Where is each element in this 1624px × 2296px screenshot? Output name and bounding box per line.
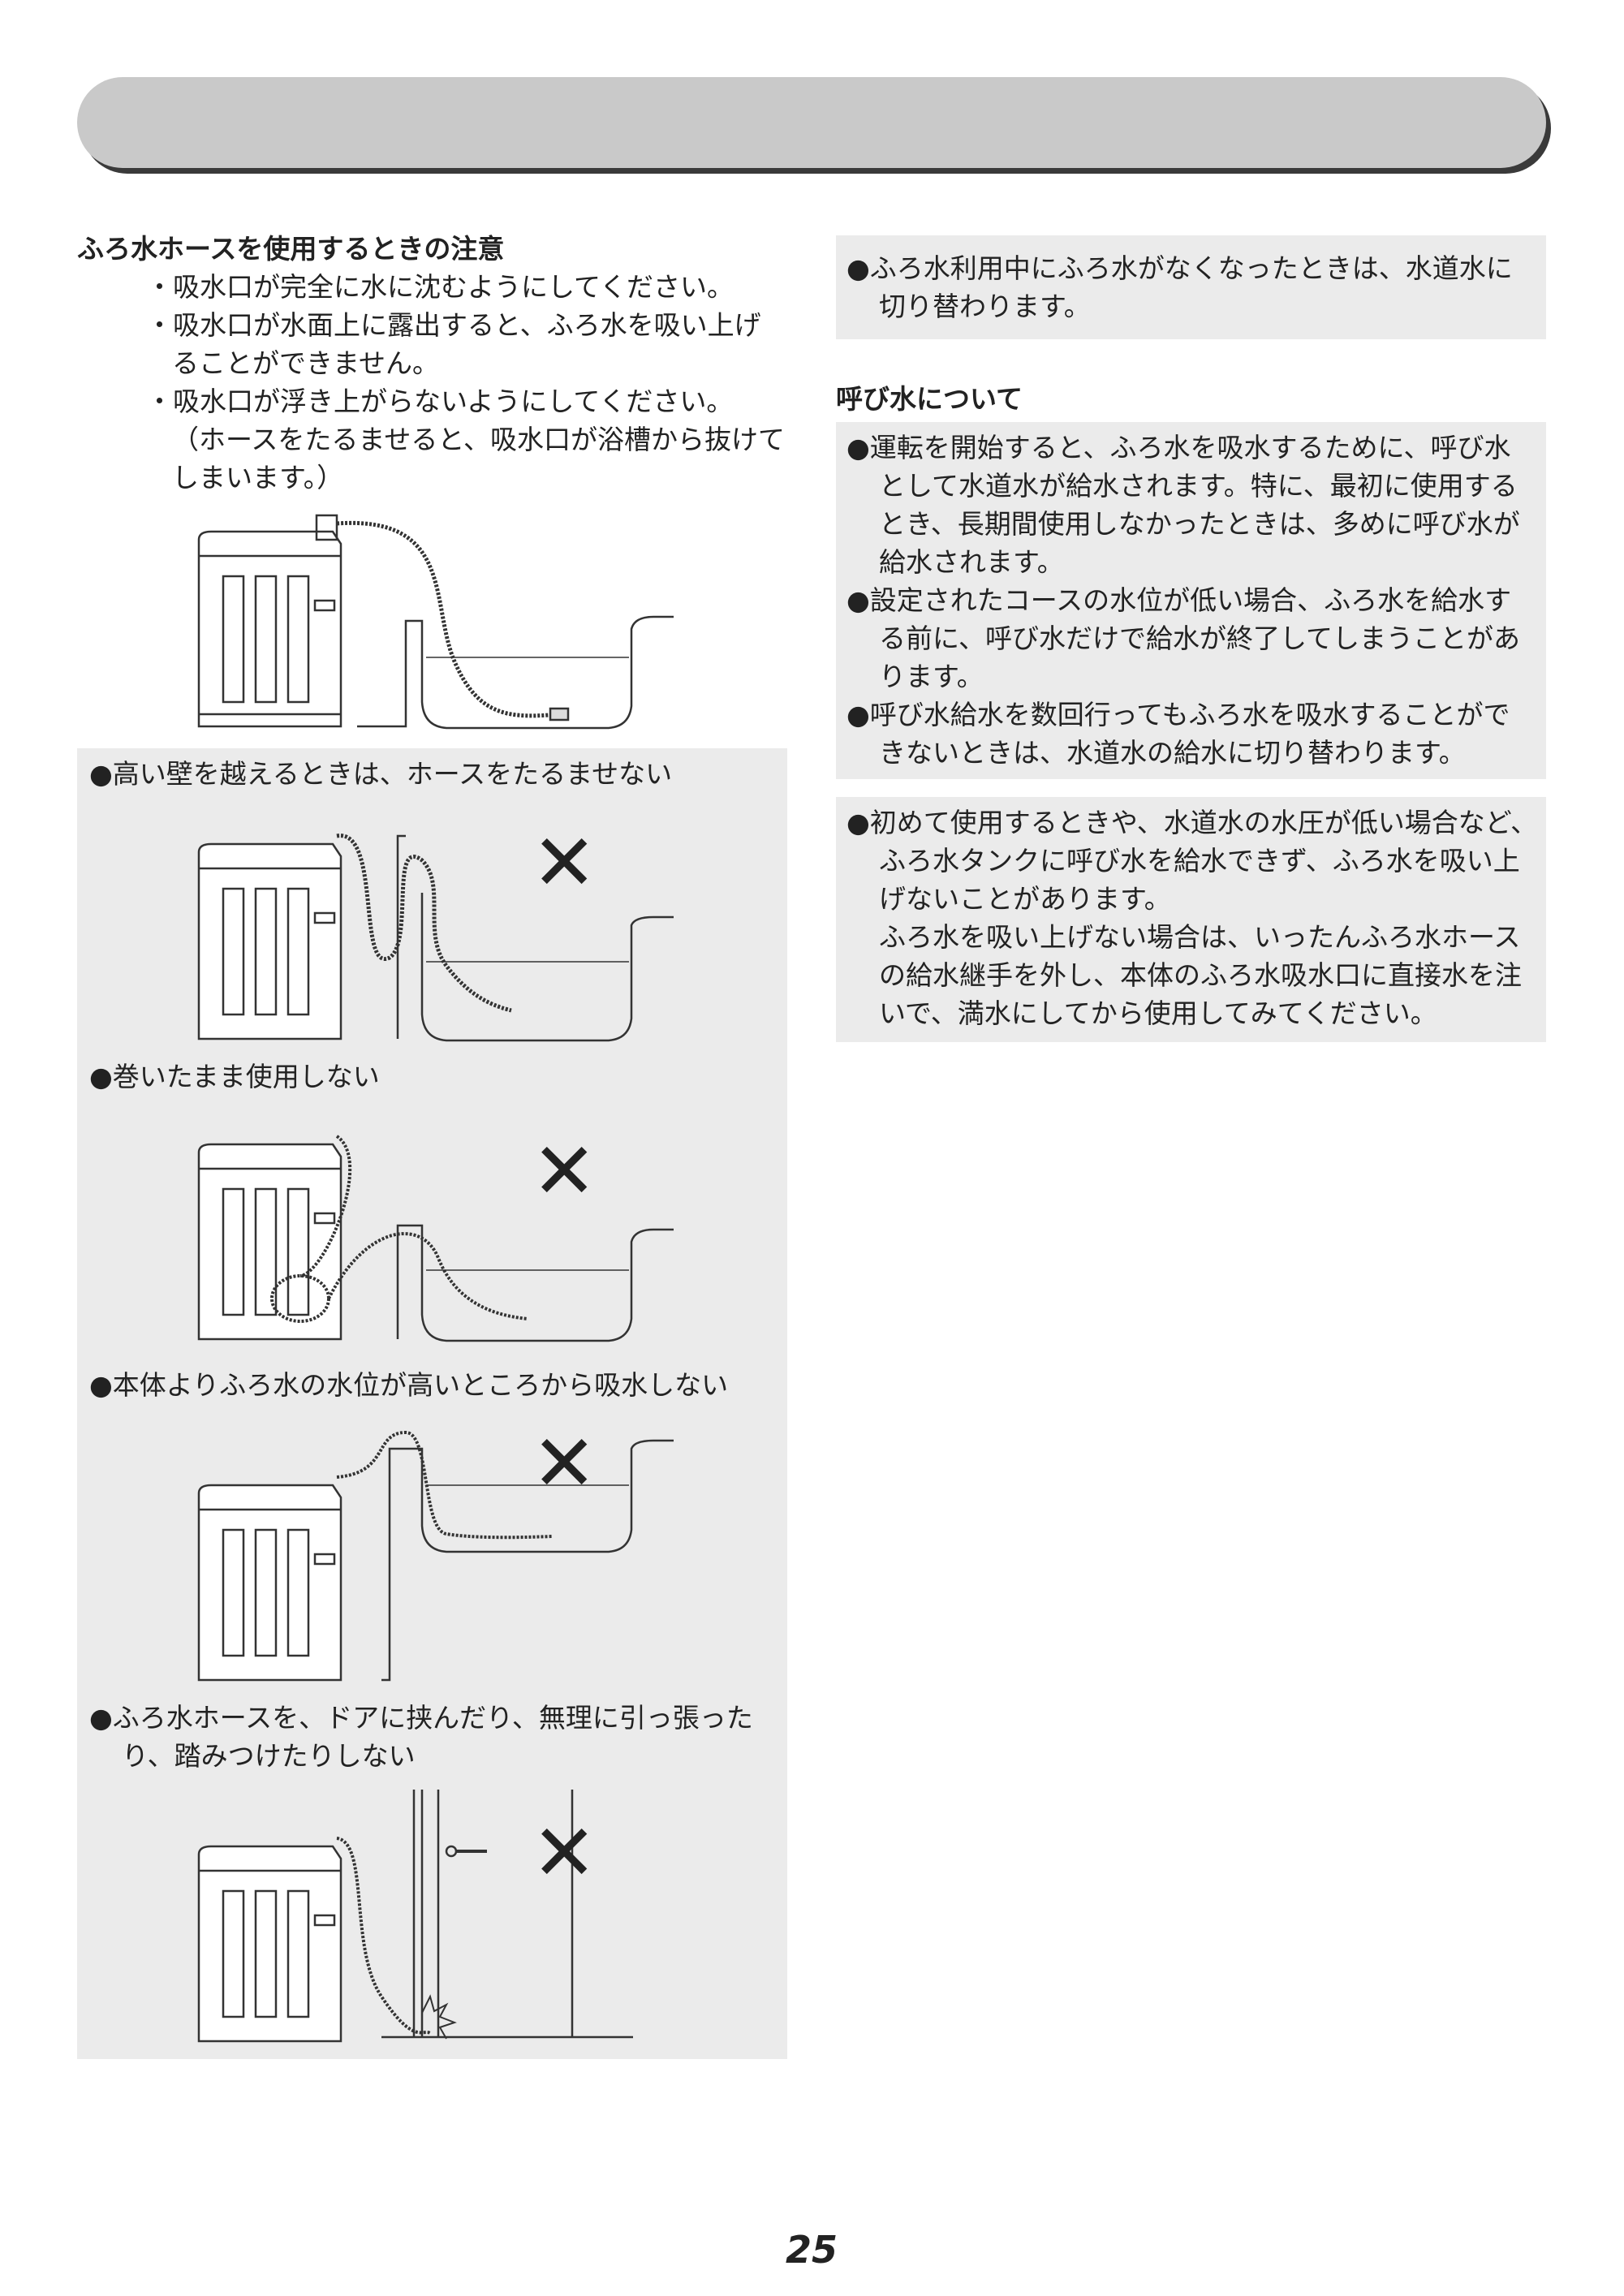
figure-coiled bbox=[197, 1135, 674, 1342]
info-box-switch bbox=[836, 235, 1546, 339]
priming-line: ●運転を開始すると、ふろ水を吸水するために、呼び水 bbox=[846, 432, 1511, 463]
note-line: ることができません。 bbox=[172, 347, 440, 379]
priming-line: ります。 bbox=[879, 661, 984, 692]
priming-line: 給水されます。 bbox=[879, 546, 1064, 578]
info-box-switch-line: ●ふろ水利用中にふろ水がなくなったときは、水道水に bbox=[846, 252, 1513, 284]
page-number: 25 bbox=[785, 2228, 838, 2272]
first-use-line: ふろ水タンクに呼び水を給水できず、ふろ水を吸い上 bbox=[879, 845, 1520, 877]
info-box-priming bbox=[836, 422, 1546, 779]
warning-door-line-1: ●ふろ水ホースを、ドアに挟んだり、無理に引っ張った bbox=[89, 1702, 753, 1734]
warnings-box bbox=[77, 748, 787, 2059]
note-line: （ホースをたるませると、吸水口が浴槽から抜けて bbox=[172, 424, 786, 455]
x-mark: ✕ bbox=[532, 1418, 597, 1509]
info-box-first-use bbox=[836, 797, 1546, 1042]
note-line: しまいます。） bbox=[172, 462, 344, 493]
figure-water-level bbox=[197, 1430, 674, 1682]
section-title-priming-water: 呼び水について bbox=[836, 383, 1023, 415]
first-use-line: いで、満水にしてから使用してみてください。 bbox=[879, 997, 1437, 1029]
info-box-switch-line: 切り替わります。 bbox=[879, 291, 1091, 322]
first-use-line: ●初めて使用するときや、水道水の水圧が低い場合など、 bbox=[846, 807, 1538, 838]
first-use-line: げないことがあります。 bbox=[879, 883, 1171, 915]
priming-line: とき、長期間使用しなかったときは、多めに呼び水が bbox=[879, 508, 1520, 540]
figure-correct-usage bbox=[197, 514, 674, 730]
priming-line: る前に、呼び水だけで給水が終了してしまうことがあ bbox=[879, 622, 1521, 654]
warning-coiled: ●巻いたまま使用しない bbox=[89, 1061, 380, 1092]
first-use-line: の給水継手を外し、本体のふろ水吸水口に直接水を注 bbox=[879, 959, 1522, 991]
warning-high-wall: ●高い壁を越えるときは、ホースをたるませない bbox=[89, 758, 673, 790]
note-line: ・吸水口が浮き上がらないようにしてください。 bbox=[146, 386, 734, 417]
section-title-hose-caution: ふろ水ホースを使用するときの注意 bbox=[77, 233, 505, 265]
priming-line: ●設定されたコースの水位が低い場合、ふろ水を給水す bbox=[846, 584, 1512, 616]
warning-door-line-2: り、踏みつけたりしない bbox=[122, 1740, 416, 1772]
priming-line: ●呼び水給水を数回行ってもふろ水を吸水することがで bbox=[846, 699, 1510, 730]
x-mark: ✕ bbox=[532, 817, 597, 908]
note-line: ・吸水口が完全に水に沈むようにしてください。 bbox=[146, 271, 734, 303]
note-line: ・吸水口が水面上に露出すると、ふろ水を吸い上げ bbox=[146, 309, 761, 341]
figure-door bbox=[197, 1790, 633, 2043]
priming-line: きないときは、水道水の給水に切り替わります。 bbox=[879, 737, 1466, 769]
header-bar bbox=[77, 77, 1546, 168]
warning-water-level: ●本体よりふろ水の水位が高いところから吸水しない bbox=[89, 1369, 729, 1401]
figure-high-wall bbox=[197, 834, 674, 1042]
priming-line: として水道水が給水されます。特に、最初に使用する bbox=[879, 470, 1518, 502]
x-mark: ✕ bbox=[532, 1807, 597, 1898]
first-use-line: ふろ水を吸い上げない場合は、いったんふろ水ホース bbox=[879, 921, 1521, 953]
x-mark: ✕ bbox=[532, 1126, 597, 1217]
